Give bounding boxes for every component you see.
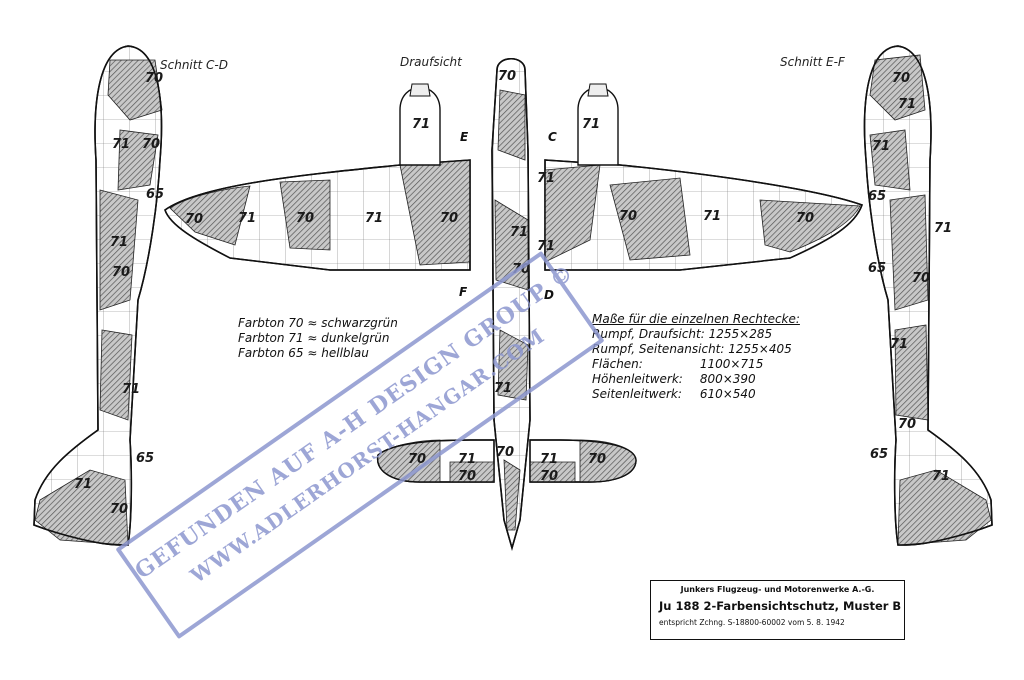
label-section-cd: Schnitt C-D (160, 58, 228, 72)
svg-text:70: 70 (498, 69, 516, 84)
svg-text:71: 71 (510, 225, 528, 240)
dimension-value: 800×390 (699, 372, 756, 386)
side-view-left: 70 70 71 65 71 70 71 65 71 70 (33, 45, 164, 546)
legend-name: hellblau (321, 346, 369, 360)
svg-text:65: 65 (868, 261, 886, 276)
svg-text:71: 71 (932, 469, 950, 484)
svg-text:71: 71 (537, 171, 555, 186)
legend-sep: ≈ (307, 316, 318, 330)
svg-text:70: 70 (408, 452, 426, 467)
svg-text:71: 71 (494, 381, 512, 396)
title-block-title: Ju 188 2-Farbensichtschutz, Muster B (659, 599, 902, 613)
legend-row: Farbton 70 ≈ schwarzgrün (238, 316, 398, 331)
svg-text:70: 70 (512, 262, 530, 277)
dimension-row: Rumpf, Draufsicht: 1255×285 (592, 327, 800, 342)
dimension-row: Flächen: 1100×715 (592, 357, 800, 372)
legend-name: dunkelgrün (321, 331, 390, 345)
svg-text:71: 71 (703, 209, 721, 224)
svg-text:71: 71 (582, 117, 600, 132)
section-marker-c: C (548, 130, 557, 144)
label-section-ef: Schnitt E-F (780, 55, 845, 69)
section-marker-f: F (459, 285, 468, 299)
svg-text:71: 71 (122, 382, 140, 397)
svg-text:71: 71 (537, 239, 555, 254)
dimension-value: 1100×715 (699, 357, 764, 371)
dimension-label: Rumpf, Draufsicht: (592, 327, 705, 341)
svg-text:70: 70 (540, 469, 558, 484)
legend-row: Farbton 65 ≈ hellblau (238, 346, 398, 361)
svg-text:70: 70 (496, 445, 514, 460)
color-legend: Farbton 70 ≈ schwarzgrün Farbton 71 ≈ du… (238, 316, 398, 361)
svg-text:70: 70 (296, 211, 314, 226)
legend-code: Farbton 71 (238, 331, 304, 345)
dimension-value: 1255×285 (708, 327, 773, 341)
legend-sep: ≈ (307, 331, 318, 345)
svg-text:70: 70 (458, 469, 476, 484)
svg-text:71: 71 (365, 211, 383, 226)
svg-text:71: 71 (898, 97, 916, 112)
svg-text:65: 65 (136, 451, 154, 466)
svg-text:71: 71 (112, 137, 130, 152)
svg-text:71: 71 (458, 452, 476, 467)
svg-text:71: 71 (540, 452, 558, 467)
dimension-label: Seitenleitwerk: (592, 387, 682, 401)
top-view: 70 71 71 70 71 70 71 70 71 71 71 70 70 7… (164, 57, 863, 551)
section-marker-d: D (544, 288, 554, 302)
svg-text:71: 71 (872, 139, 890, 154)
dimension-row: Höhenleitwerk: 800×390 (592, 372, 800, 387)
dimensions-heading: Maße für die einzelnen Rechtecke: (592, 312, 800, 326)
legend-sep: ≈ (307, 346, 318, 360)
dimension-label: Flächen: (592, 357, 643, 371)
svg-text:70: 70 (892, 71, 910, 86)
dimension-label: Höhenleitwerk: (592, 372, 683, 386)
section-marker-e: E (460, 130, 469, 144)
svg-text:65: 65 (870, 447, 888, 462)
dimensions-table: Maße für die einzelnen Rechtecke: Rumpf,… (592, 312, 800, 402)
title-block-maker: Junkers Flugzeug- und Motorenwerke A.-G. (680, 585, 875, 594)
svg-text:70: 70 (112, 265, 130, 280)
svg-text:65: 65 (868, 189, 886, 204)
svg-text:70: 70 (912, 271, 930, 286)
svg-text:71: 71 (238, 211, 256, 226)
legend-code: Farbton 65 (238, 346, 304, 360)
svg-text:70: 70 (588, 452, 606, 467)
svg-text:70: 70 (142, 137, 160, 152)
dimension-value: 1255×405 (728, 342, 792, 356)
legend-name: schwarzgrün (321, 316, 398, 330)
side-view-right: 70 71 71 65 71 65 70 71 70 65 71 (863, 45, 993, 546)
svg-text:70: 70 (440, 211, 458, 226)
dimension-row: Seitenleitwerk: 610×540 (592, 387, 800, 402)
svg-text:70: 70 (185, 212, 203, 227)
svg-text:71: 71 (412, 117, 430, 132)
svg-text:71: 71 (890, 337, 908, 352)
svg-text:71: 71 (74, 477, 92, 492)
dimension-row: Rumpf, Seitenansicht: 1255×405 (592, 342, 800, 357)
svg-text:70: 70 (110, 502, 128, 517)
svg-text:70: 70 (145, 71, 163, 86)
svg-text:70: 70 (619, 209, 637, 224)
svg-text:65: 65 (146, 187, 164, 202)
dimension-label: Rumpf, Seitenansicht: (592, 342, 725, 356)
svg-text:70: 70 (898, 417, 916, 432)
label-top-view: Draufsicht (400, 55, 462, 69)
dimension-value: 610×540 (699, 387, 756, 401)
svg-text:70: 70 (796, 211, 814, 226)
legend-code: Farbton 70 (238, 316, 304, 330)
svg-text:71: 71 (934, 221, 952, 236)
svg-text:71: 71 (110, 235, 128, 250)
legend-row: Farbton 71 ≈ dunkelgrün (238, 331, 398, 346)
title-block-reference: entspricht Zchng. S-18800-60002 vom 5. 8… (659, 618, 845, 627)
title-block: Junkers Flugzeug- und Motorenwerke A.-G.… (650, 580, 905, 640)
